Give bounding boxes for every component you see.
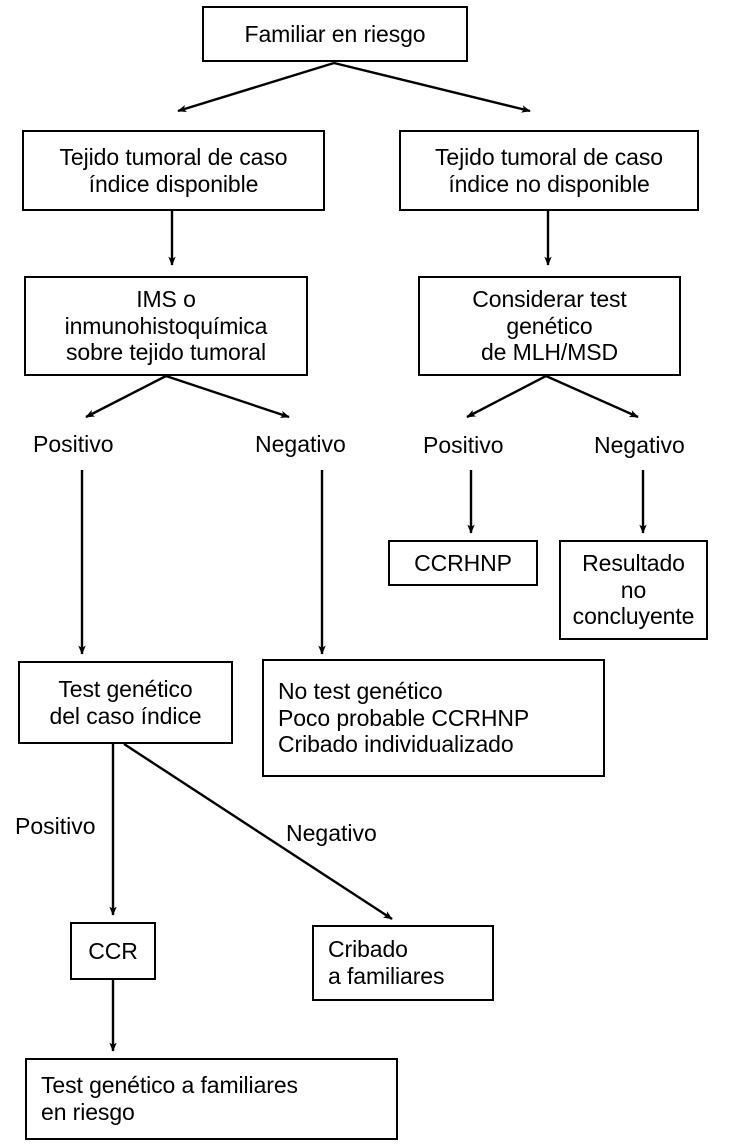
node-line: concluyente [572, 603, 695, 630]
node-line: genético [506, 312, 593, 339]
edge-root-to-left [177, 61, 335, 113]
edge-label-bottom-negative: Negativo [286, 820, 377, 846]
node-line: del caso índice [49, 702, 202, 729]
node-familiar-en-riesgo[interactable]: Familiar en riesgo [202, 6, 468, 62]
node-tejido-tumoral-disponible[interactable]: Tejido tumoral de caso índice disponible [22, 130, 325, 211]
node-line: CCR [88, 937, 138, 964]
edge-ims-negative [165, 374, 290, 419]
edge-consider-negative [545, 374, 639, 419]
edge-label-right-positive: Positivo [423, 432, 504, 458]
node-considerar-test-genetico[interactable]: Considerar test genético de MLH/MSD [418, 276, 681, 376]
node-ccrhnp[interactable]: CCRHNP [388, 540, 538, 586]
node-line: sobre tejido tumoral [66, 339, 266, 366]
node-line: Cribado individualizado [278, 731, 514, 758]
node-test-genetico-caso-indice[interactable]: Test genético del caso índice [18, 661, 233, 744]
edge-label-right-negative: Negativo [594, 432, 685, 458]
node-line: índice disponible [88, 170, 259, 197]
edge-ims-positive [85, 374, 167, 419]
node-line: a familiares [328, 963, 445, 989]
node-cribado-a-familiares[interactable]: Cribado a familiares [312, 925, 494, 1001]
node-line: Cribado [328, 936, 408, 963]
node-line: índice no disponible [448, 170, 650, 197]
node-resultado-no-concluyente[interactable]: Resultado no concluyente [559, 540, 708, 640]
node-line: CCRHNP [414, 549, 512, 576]
node-line: IMS o [136, 285, 196, 312]
node-line: Poco probable CCRHNP [278, 704, 530, 731]
node-ims-inmunohistoquimica[interactable]: IMS o inmunohistoquímica sobre tejido tu… [24, 276, 308, 376]
edge-label-left-positive: Positivo [33, 431, 114, 457]
node-test-genetico-familiares-riesgo[interactable]: Test genético a familiares en riesgo [25, 1058, 398, 1140]
node-ccr[interactable]: CCR [70, 922, 156, 980]
node-line: no [620, 576, 647, 603]
node-line: Considerar test [472, 285, 627, 312]
node-line: Familiar en riesgo [244, 20, 426, 47]
node-line: Tejido tumoral de caso [59, 143, 288, 170]
edge-label-left-negative: Negativo [255, 431, 346, 457]
node-line: No test genético [278, 677, 443, 704]
node-line: de MLH/MSD [480, 339, 619, 366]
node-tejido-tumoral-no-disponible[interactable]: Tejido tumoral de caso índice no disponi… [399, 130, 699, 211]
node-line: Tejido tumoral de caso [435, 143, 663, 170]
edge-consider-positive [466, 374, 547, 419]
node-no-test-genetico[interactable]: No test genético Poco probable CCRHNP Cr… [262, 659, 605, 777]
node-line: Resultado [582, 549, 685, 576]
node-line: Test genético [58, 675, 193, 702]
edge-root-to-right [333, 61, 531, 113]
node-line: en riesgo [41, 1099, 135, 1125]
node-line: Test genético a familiares [41, 1072, 298, 1099]
edge-label-bottom-positive: Positivo [15, 813, 96, 839]
node-line: inmunohistoquímica [64, 312, 268, 339]
